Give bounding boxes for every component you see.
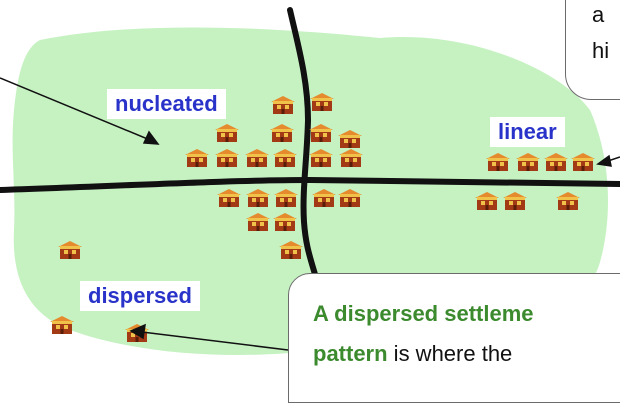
house-icon — [516, 153, 540, 171]
house-icon — [486, 153, 510, 171]
house-icon — [215, 149, 239, 167]
callout-bottom-line-1: A dispersed settleme — [313, 301, 534, 326]
house-icon — [274, 189, 298, 207]
label-linear: linear — [490, 117, 565, 147]
house-icon — [475, 192, 499, 210]
house-icon — [309, 149, 333, 167]
house-icon — [544, 153, 568, 171]
house-icon — [245, 149, 269, 167]
house-icon — [246, 213, 270, 231]
house-icon — [50, 316, 74, 334]
callout-bottom-line-2: pattern is where the — [313, 334, 620, 374]
house-icon — [338, 189, 362, 207]
house-icon — [270, 124, 294, 142]
house-icon — [309, 124, 333, 142]
house-icon — [246, 189, 270, 207]
house-icon — [339, 149, 363, 167]
house-icon — [338, 130, 362, 148]
house-icon — [310, 93, 334, 111]
callout-top-line-1: a — [592, 2, 605, 27]
label-nucleated: nucleated — [107, 89, 226, 119]
house-icon — [271, 96, 295, 114]
pointer-arrows — [0, 77, 620, 351]
callout-bottom-highlight: pattern — [313, 341, 388, 366]
callout-bottom-rest: is where the — [387, 341, 513, 366]
house-icon — [58, 241, 82, 259]
callout-bottom: A dispersed settleme pattern is where th… — [288, 273, 620, 403]
house-icon — [273, 149, 297, 167]
label-dispersed: dispersed — [80, 281, 200, 311]
cross-road — [287, 7, 321, 288]
house-icon — [215, 124, 239, 142]
callout-top-line-2: hi — [592, 38, 610, 63]
house-icon — [217, 189, 241, 207]
house-icon — [556, 192, 580, 210]
main-road — [0, 176, 620, 193]
house-icon — [312, 189, 336, 207]
callout-top: a hi — [565, 0, 620, 100]
house-icon — [503, 192, 527, 210]
house-icon — [279, 241, 303, 259]
house-icon — [185, 149, 209, 167]
house-icon — [571, 153, 595, 171]
house-icon — [273, 213, 297, 231]
